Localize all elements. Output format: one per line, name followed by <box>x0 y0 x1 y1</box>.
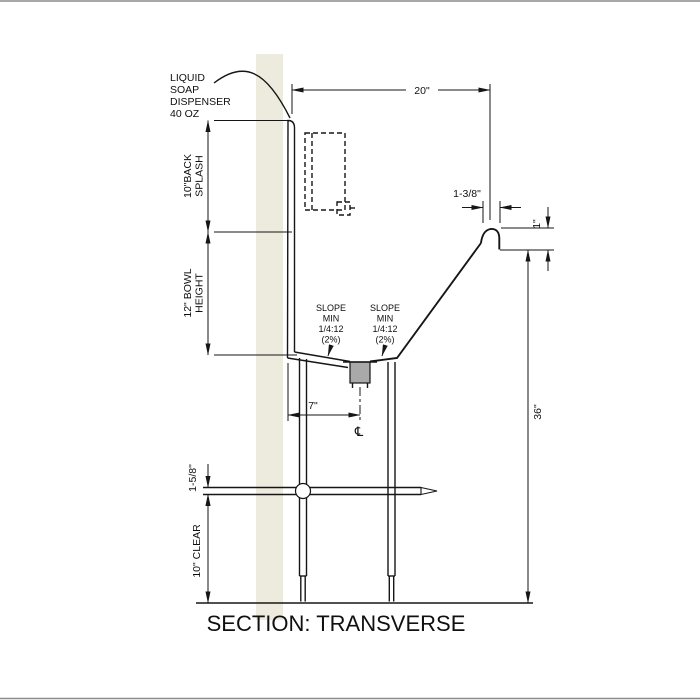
dim-text-brace-size: 1-5/8" <box>187 464 199 492</box>
dim-text-rim-height: 1" <box>531 219 543 229</box>
dim-text-drain-offset: 7" <box>308 400 318 412</box>
slope-note-line: SLOPE <box>316 303 346 313</box>
dim-clearance: 10" CLEAR <box>191 494 211 604</box>
dim-top-width: 20" <box>291 84 491 220</box>
dim-text-bowl-height: HEIGHT <box>194 273 206 313</box>
dim-rim-height: 1" <box>500 207 554 271</box>
bowl-rim-curl <box>480 228 501 250</box>
slope-note-line: 1/4:12 <box>318 324 343 334</box>
dim-rim-lip: 1-3/8" <box>453 188 521 223</box>
drawing-title: SECTION: TRANSVERSE <box>207 611 466 636</box>
bowl-slope <box>369 242 482 363</box>
soap-dispenser-body <box>304 132 346 211</box>
soap-dispenser <box>213 70 356 216</box>
slope-note-line: MIN <box>323 314 340 324</box>
dim-brace-size: 1-5/8" <box>187 464 211 518</box>
slope-note-line: 1/4:12 <box>372 324 397 334</box>
dim-text-rim-lip: 1-3/8" <box>453 188 481 200</box>
bowl-bottom-left-outer <box>287 357 349 369</box>
soap-label-line: LIQUID <box>170 72 205 84</box>
slope-arrow <box>381 344 388 357</box>
sink-fixture <box>196 119 533 604</box>
soap-label-line: SOAP <box>170 84 199 96</box>
dim-text-top-width: 20" <box>414 85 430 97</box>
brace-end-point <box>420 486 438 496</box>
wall <box>256 54 283 620</box>
soap-label-line: 40 OZ <box>170 108 200 120</box>
backsplash-profile <box>286 119 296 359</box>
dim-backsplash-and-bowl: 10"BACK SPLASH 12" BOWL HEIGHT <box>182 120 297 356</box>
dim-text-bowl-height: 12" BOWL <box>182 268 194 317</box>
dim-text-backsplash: 10"BACK <box>182 154 194 198</box>
dim-drain-offset: 7" ℄ <box>287 363 364 439</box>
leader-line <box>213 70 291 119</box>
soap-label-line: DISPENSER <box>170 96 231 108</box>
brace-clamp-circle <box>294 482 312 500</box>
slope-note-left: SLOPE MIN 1/4:12 (2%) <box>316 303 346 357</box>
slope-note-right: SLOPE MIN 1/4:12 (2%) <box>370 303 400 357</box>
drain-fitting <box>349 361 371 384</box>
soap-dispenser-label: LIQUID SOAP DISPENSER 40 OZ <box>170 72 231 120</box>
slope-arrow <box>327 344 334 357</box>
slope-note-line: (2%) <box>375 335 394 345</box>
dim-text-clearance: 10" CLEAR <box>191 524 203 578</box>
slope-note-line: MIN <box>377 314 394 324</box>
slope-note-line: SLOPE <box>370 303 400 313</box>
bowl-bottom-left <box>294 351 351 363</box>
dim-text-overall-height: 36" <box>532 404 544 420</box>
slope-note-line: (2%) <box>321 335 340 345</box>
soap-dispenser-spout <box>336 201 351 216</box>
centerline-symbol: ℄ <box>354 424 364 439</box>
dim-overall-height: 36" <box>525 249 544 604</box>
dim-text-backsplash: SPLASH <box>194 155 206 196</box>
